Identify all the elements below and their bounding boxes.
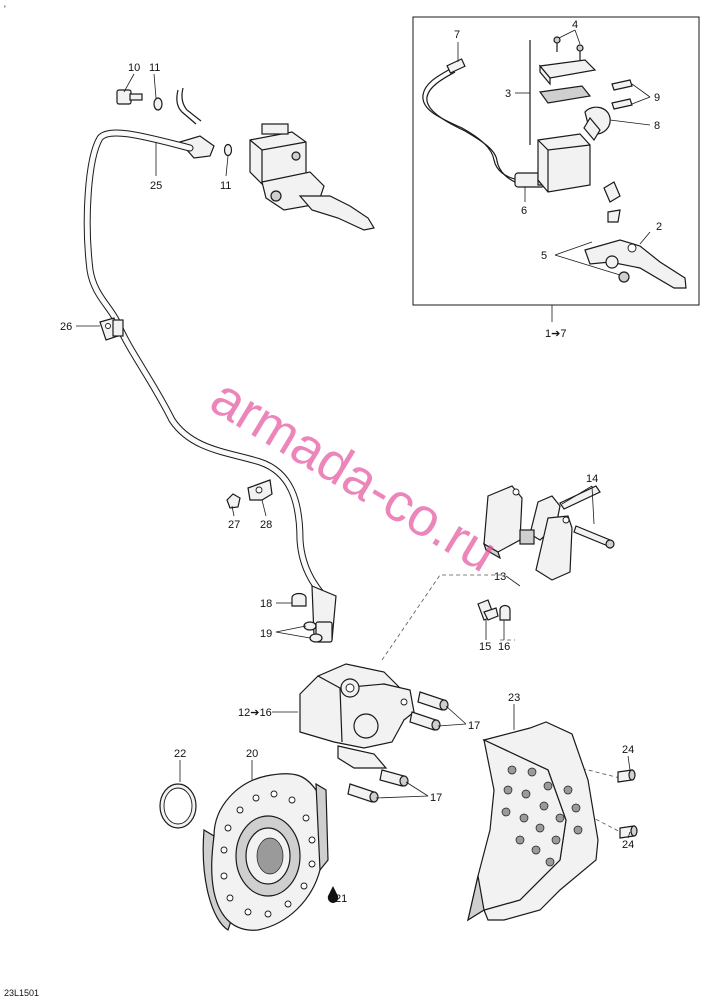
- diagram-code: 23L1501: [4, 988, 39, 998]
- brake-disc: [202, 773, 329, 931]
- disc-guard: [467, 721, 599, 922]
- corner-mark: ': [4, 4, 6, 14]
- callout-5: 5: [541, 250, 547, 262]
- caliper-bolts: [347, 691, 449, 803]
- brake-caliper: [299, 663, 415, 769]
- brake-pads: [482, 485, 615, 581]
- callout-24-upper: 24: [622, 744, 634, 756]
- main-master-cylinder: [116, 87, 375, 231]
- callout-22: 22: [174, 748, 186, 760]
- callout-2: 2: [656, 221, 662, 233]
- callout-27: 27: [228, 519, 240, 531]
- callout-1-7: 1➔7: [545, 328, 566, 340]
- callout-14: 14: [586, 473, 598, 485]
- callout-leaders: [76, 73, 631, 839]
- callout-24-lower: 24: [622, 839, 634, 851]
- callout-13: 13: [494, 571, 506, 583]
- callout-labels: 1➔7 2 3 4 5 6 7 8 9 10 11 11 12➔16 13 14…: [60, 19, 662, 905]
- inset-master-cylinder: [422, 36, 687, 289]
- callout-20: 20: [246, 748, 258, 760]
- callout-4: 4: [572, 19, 578, 31]
- callout-26: 26: [60, 321, 72, 333]
- inset-leaders: [457, 29, 651, 276]
- guard-screws: [617, 769, 638, 839]
- callout-19: 19: [260, 628, 272, 640]
- callout-21: 21: [335, 893, 347, 905]
- callout-23: 23: [508, 692, 520, 704]
- callout-17-upper: 17: [468, 720, 480, 732]
- callout-12-16: 12➔16: [238, 707, 272, 719]
- inset-frame: [412, 16, 700, 306]
- watermark: armada-co.ru: [201, 367, 507, 584]
- brake-hose: [83, 129, 337, 643]
- callout-9: 9: [654, 92, 660, 104]
- callout-10: 10: [128, 62, 140, 74]
- callout-15: 15: [479, 641, 491, 653]
- callout-17-lower: 17: [430, 792, 442, 804]
- grease-drop-icon: [327, 886, 339, 903]
- callout-7: 7: [454, 29, 460, 41]
- callout-28: 28: [260, 519, 272, 531]
- o-ring-inner: [163, 787, 193, 825]
- bleeder-valve: [477, 599, 511, 621]
- hose-clip-lower: [226, 479, 273, 509]
- callout-3: 3: [505, 88, 511, 100]
- callout-18: 18: [260, 598, 272, 610]
- callout-8: 8: [654, 120, 660, 132]
- callout-11-bottom: 11: [220, 180, 231, 192]
- callout-16: 16: [498, 641, 510, 653]
- callout-6: 6: [521, 205, 527, 217]
- callout-11-top: 11: [149, 62, 160, 74]
- callout-25: 25: [150, 180, 162, 192]
- hose-clip: [99, 317, 124, 341]
